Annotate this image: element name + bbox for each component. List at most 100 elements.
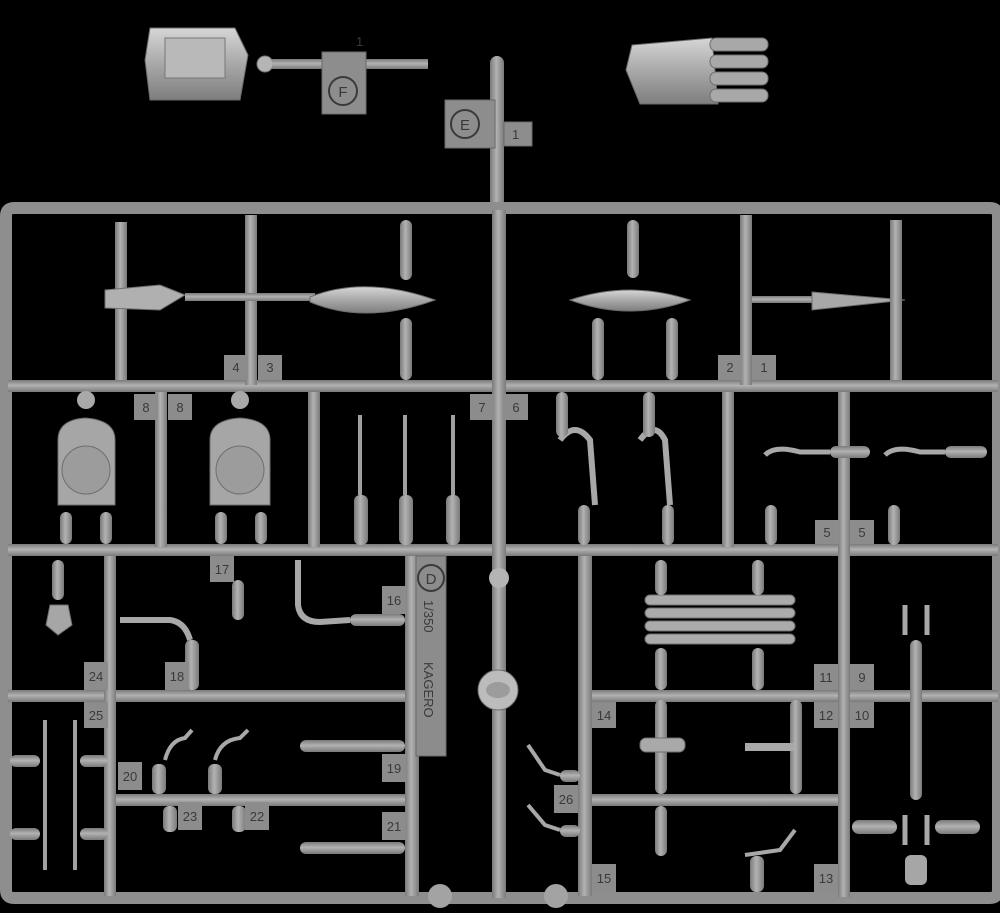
part-stem [152,764,166,794]
part-stem [10,828,40,840]
part-stem [752,560,764,595]
runner-v [308,392,320,547]
sprue-letter-ring [417,564,445,592]
part-stem [232,580,244,620]
part-stem [888,505,900,545]
part-stem [300,740,405,752]
launcher-body [625,37,719,105]
sprue-id-panel: D 1/350 KAGERO [415,555,447,757]
part-stem [752,648,764,690]
part-stem [255,512,267,544]
part-stem [185,293,315,301]
mast-rod [358,415,362,495]
part-tag [165,662,189,690]
runner-v [838,392,850,897]
hook-part [163,728,194,761]
torpedo-tube [644,633,796,645]
part-tag [850,520,874,544]
runner-h3-right [590,690,998,702]
part-stem [80,828,108,840]
part-tag [84,662,108,690]
part-number-15: 15 [597,871,611,886]
part-stem [852,820,897,834]
part-stem [890,220,902,380]
launcher-tube [709,37,769,52]
runner-v [722,392,734,547]
part-number-8b: 8 [176,400,183,415]
sprue-letter-f: F [338,84,347,101]
part-number-12: 12 [819,708,833,723]
part-stem [662,505,674,545]
part-tag [134,394,158,420]
part-number-1: 1 [760,360,767,375]
boat-hull-part [309,286,437,314]
part-number-6: 6 [512,400,519,415]
boat-hull-part [568,289,692,312]
shield-port [61,445,111,495]
vent-pipe-part [120,617,193,641]
sprue-tag-f [321,51,367,115]
part-stem [790,700,802,794]
part-stem [350,614,405,626]
fork-part [902,605,930,635]
vent-pipe-part [295,560,351,626]
part-stem [627,220,639,278]
gate-dot [231,391,249,409]
gate-dot [544,884,568,908]
part-stem [10,755,40,767]
gun-mount-part [639,737,686,753]
part-number-5: 5 [823,525,830,540]
shield-port [215,445,265,495]
part-number-4: 4 [232,360,239,375]
part-tag [592,702,616,728]
outer-frame [0,202,1000,904]
part-number-19: 19 [387,761,401,776]
crane-arm-part [744,828,797,857]
part-tag [210,556,234,582]
sprue-rod [490,56,504,208]
runner-h3-left [8,690,410,702]
part-stem [400,318,412,380]
small-sprue-f: F 1 [144,27,428,115]
part-tag [245,802,269,830]
runner-h4-right [590,794,840,806]
torpedo-tube [644,607,796,619]
davit-part [104,284,187,311]
launcher-tube [709,54,769,69]
part-stem [578,505,590,545]
mast-rod [451,415,455,495]
main-sprue-frame [0,202,1000,908]
small-part [526,803,561,832]
part-number-16: 16 [387,593,401,608]
part-stem [750,856,764,892]
part-stem [560,770,580,782]
part-stem [80,755,108,767]
crane-part [883,446,945,457]
part-number-7: 7 [478,400,485,415]
runner-center [492,210,506,898]
part-stem [52,560,64,600]
part-tag [814,864,838,892]
part-stem [752,296,812,303]
part-number-25: 25 [89,708,103,723]
part-stem [935,820,980,834]
part-number: 1 [356,34,363,49]
part-base [905,855,927,885]
frame-part [811,291,906,311]
part-number-tags: 1 2 3 4 5 5 6 7 8 8 9 10 11 12 13 14 15 … [84,355,874,892]
part-number-13: 13 [819,871,833,886]
part-tag [814,702,838,728]
curved-part [637,427,673,506]
gate-dot [428,884,452,908]
sprue-letter-ring [328,76,358,106]
part-tag [752,355,776,380]
part-stem [560,825,580,837]
part-tag [84,702,108,728]
part-tag [258,355,282,380]
part-tag [592,864,616,892]
part-stem [655,806,667,856]
part-number-21: 21 [387,819,401,834]
part-tag [554,785,578,813]
small-sprue-e: E 1 [444,56,533,208]
